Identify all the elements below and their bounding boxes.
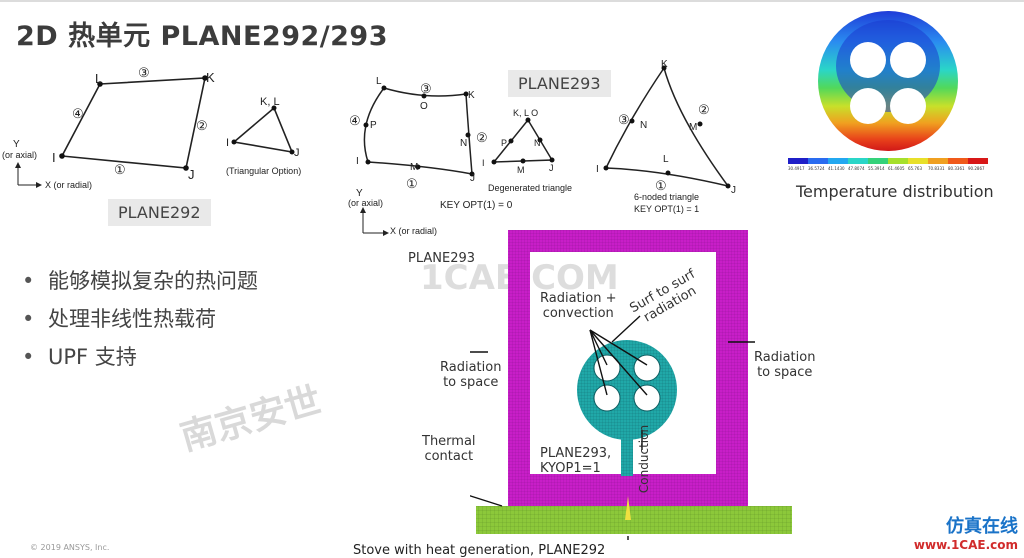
plane292-quad-diagram	[15, 75, 208, 188]
plane293-tag: PLANE293	[508, 70, 611, 97]
edge-label: ④	[349, 113, 361, 128]
legend-value-label: 30.4917	[788, 166, 805, 171]
temperature-caption: Temperature distribution	[796, 182, 994, 201]
plane292-triangle-diagram	[231, 105, 295, 155]
axis-y-label: Y	[356, 188, 363, 199]
tri-node-label: J	[549, 163, 554, 173]
legend-color-swatch	[788, 158, 808, 164]
legend-value-label: 55.3914	[868, 166, 885, 171]
legend-color-swatch	[828, 158, 848, 164]
legend-color-swatch	[928, 158, 948, 164]
model-label-plane293: PLANE293	[408, 251, 476, 266]
edge-label: ④	[72, 106, 84, 121]
node-label: J	[188, 167, 195, 182]
node-label: L	[376, 76, 382, 87]
node-label: N	[640, 120, 648, 131]
top-border-line	[0, 0, 1024, 2]
node-label: L	[663, 154, 669, 165]
legend-color-swatch	[848, 158, 868, 164]
axis-y-sub-label: (or axial)	[348, 198, 384, 208]
model-label-radiation-convection: Radiation + convection	[540, 291, 617, 321]
node-label: J	[731, 185, 736, 196]
edge-label: ①	[114, 162, 126, 177]
node-label: J	[470, 173, 475, 184]
tri-node-label: I	[226, 137, 230, 149]
legend-color-swatch	[908, 158, 928, 164]
node-label: K	[661, 59, 668, 70]
tri-caption: 6-noded triangle	[634, 192, 700, 202]
bullet-item: •UPF 支持	[22, 345, 137, 369]
node-label: I	[52, 150, 56, 165]
model-label-thermal-contact: Thermal contact	[422, 434, 476, 464]
model-label-plane293-kyop: PLANE293, KYOP1=1	[540, 446, 612, 476]
tri-node-label: K, L	[260, 96, 280, 108]
bullet-item: •能够模拟复杂的热问题	[22, 269, 258, 293]
edge-label: ②	[196, 118, 208, 133]
legend-color-swatch	[868, 158, 888, 164]
tri-node-label: K, L O	[513, 108, 539, 118]
node-label: I	[356, 156, 359, 167]
axis-x-label: X (or radial)	[390, 226, 438, 236]
site-logo: 仿真在线 www.1CAE.com	[913, 516, 1018, 553]
legend-value-label: 70.8331	[928, 166, 945, 171]
plane293-axis-diagram	[360, 207, 389, 236]
bullet-list: •能够模拟复杂的热问题 •处理非线性热载荷 •UPF 支持	[22, 262, 258, 376]
plane293-quad-diagram	[363, 85, 475, 177]
node-label: K	[206, 70, 215, 85]
degenerated-triangle-diagram	[491, 117, 555, 165]
model-label-radiation-right: Radiation to space	[754, 350, 816, 380]
legend-value-label: 65.763	[908, 166, 922, 171]
tri-node-label: J	[294, 147, 300, 159]
legend-color-swatch	[948, 158, 968, 164]
legend-color-swatch	[968, 158, 988, 164]
tri-node-label: P	[501, 138, 508, 148]
node-label: I	[596, 164, 599, 175]
six-noded-triangle-diagram	[603, 65, 731, 189]
edge-label: ③	[138, 65, 150, 80]
thermal-model-diagram	[470, 230, 792, 540]
tri-caption: Degenerated triangle	[488, 183, 573, 193]
node-label: O	[420, 101, 428, 112]
temperature-contour-plot	[818, 11, 958, 151]
legend-value-label: 61.4605	[888, 166, 905, 171]
node-label: P	[370, 120, 377, 131]
tri-node-label: I	[482, 158, 485, 168]
bullet-item: •处理非线性热载荷	[22, 307, 216, 331]
node-label: L	[95, 71, 103, 86]
node-label: N	[460, 138, 468, 149]
edge-label: ③	[618, 112, 630, 127]
temperature-legend-bar	[788, 158, 988, 164]
node-label: K	[468, 90, 475, 101]
node-label: M	[689, 122, 698, 133]
copyright-text: © 2019 ANSYS, Inc.	[30, 543, 110, 552]
legend-color-swatch	[808, 158, 828, 164]
edge-label: ①	[655, 178, 667, 193]
tri-node-label: M	[517, 165, 525, 175]
legend-value-label: 36.5724	[808, 166, 825, 171]
axis-x-label: X (or radial)	[45, 180, 93, 190]
legend-value-label: 41.1430	[828, 166, 845, 171]
node-label: M	[410, 162, 419, 173]
legend-value-label: 47.8074	[848, 166, 865, 171]
edge-label: ②	[698, 102, 710, 117]
slide-title: 2D 热单元 PLANE292/293	[16, 21, 389, 52]
axis-y-sub-label: (or axial)	[2, 150, 38, 160]
legend-color-swatch	[888, 158, 908, 164]
tri-node-label: N	[534, 138, 541, 148]
keyopt-label: KEY OPT(1) = 0	[440, 200, 513, 211]
legend-value-label: 80.3361	[948, 166, 965, 171]
tri-caption: (Triangular Option)	[226, 166, 302, 176]
watermark-text: 南京安世	[176, 379, 326, 459]
axis-y-label: Y	[13, 139, 20, 150]
edge-label: ①	[406, 176, 418, 191]
keyopt-label: KEY OPT(1) = 1	[634, 204, 700, 214]
plane292-tag: PLANE292	[108, 199, 211, 226]
model-label-radiation-left: Radiation to space	[440, 360, 502, 390]
model-label-conduction: Conduction	[637, 424, 652, 494]
edge-label: ③	[420, 81, 432, 96]
legend-value-label: 90.2867	[968, 166, 985, 171]
edge-label: ②	[476, 130, 488, 145]
stove-label: Stove with heat generation, PLANE292	[353, 543, 606, 558]
